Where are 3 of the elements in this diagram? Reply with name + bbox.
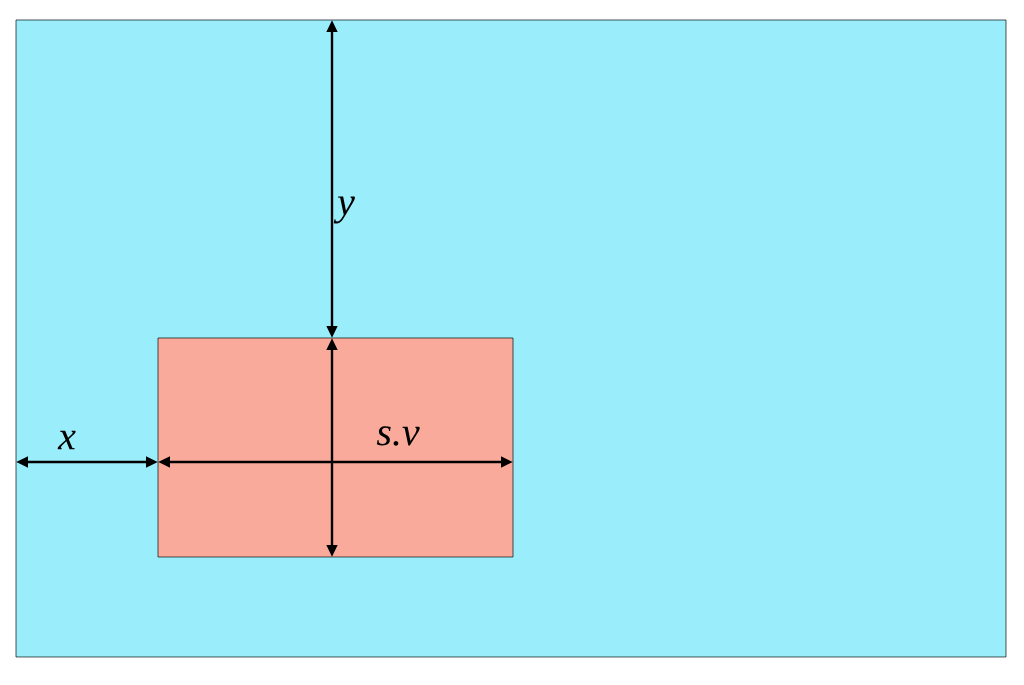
dimension-label: x xyxy=(57,430,76,450)
dimension-label: s.v xyxy=(376,426,420,446)
dimension-label: y xyxy=(333,196,355,224)
